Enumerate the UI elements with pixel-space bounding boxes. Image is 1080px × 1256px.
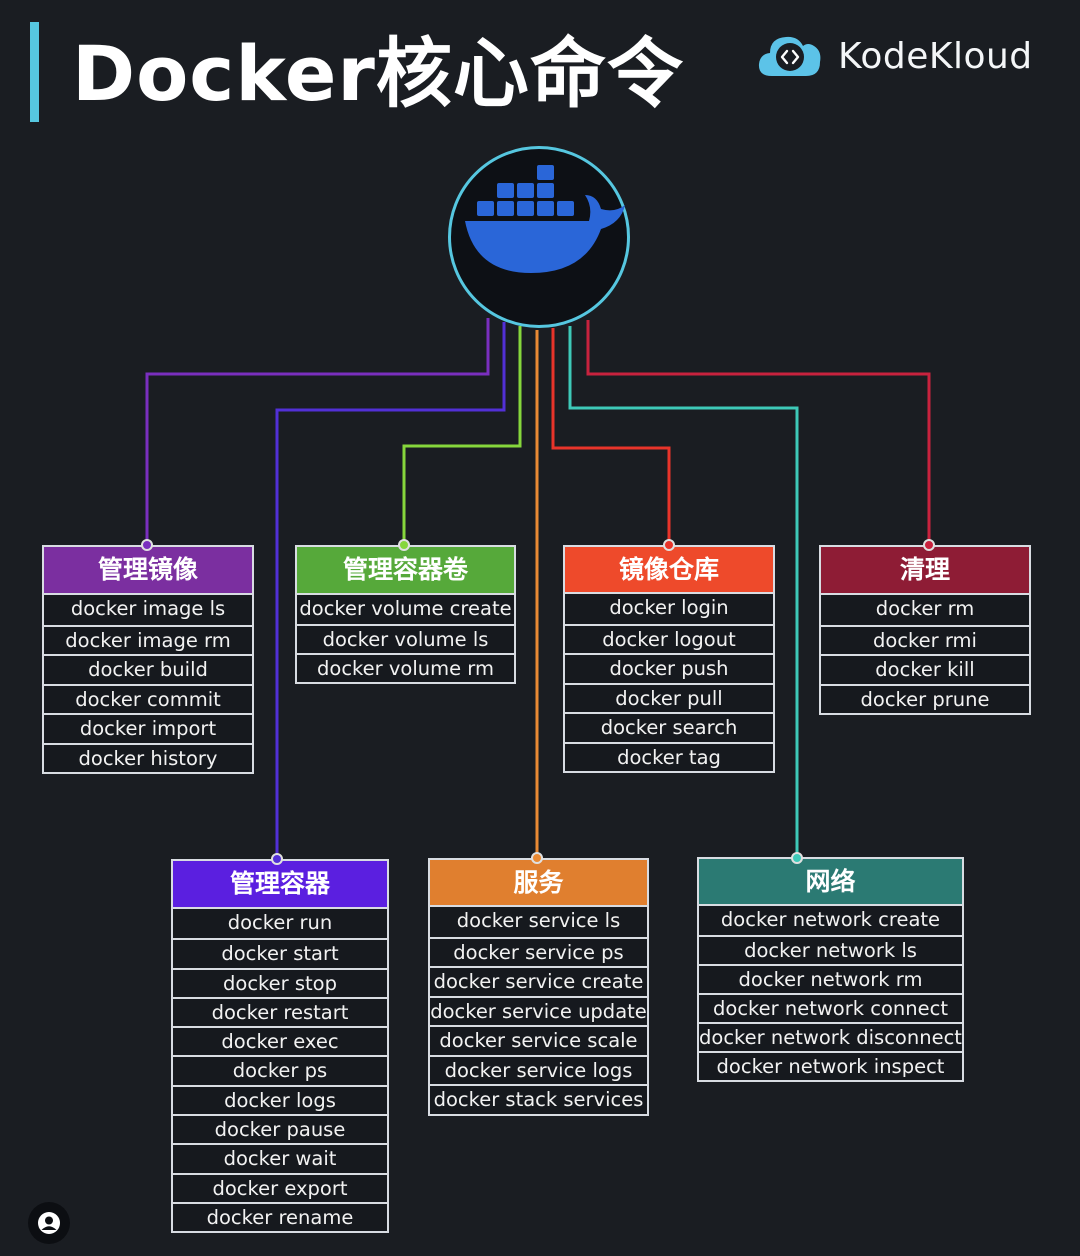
command-item: docker export: [173, 1172, 387, 1202]
connector-dot-registry: [663, 539, 675, 551]
command-item: docker image rm: [44, 624, 252, 655]
connector-manage-volumes: [402, 326, 522, 545]
title-accent-bar: [30, 22, 39, 122]
command-item: docker start: [173, 938, 387, 967]
command-item: docker logout: [565, 623, 773, 654]
command-item: docker commit: [44, 683, 252, 714]
command-item: docker history: [44, 742, 252, 773]
command-item: docker search: [565, 712, 773, 742]
group-title: 管理容器: [173, 861, 387, 909]
page-title: Docker核心命令: [72, 29, 684, 118]
connector-dot-services: [531, 852, 543, 864]
command-item: docker image ls: [70, 597, 226, 620]
connector-dot-manage-images: [141, 539, 153, 551]
command-item: docker service create: [430, 966, 647, 996]
command-item: docker tag: [565, 741, 773, 772]
command-item: docker volume rm: [297, 653, 514, 682]
command-item: docker pull: [565, 682, 773, 713]
group-title: 管理镜像: [44, 547, 252, 595]
command-item: docker stack services: [430, 1084, 647, 1114]
command-item: docker login: [609, 596, 729, 619]
command-item: docker network rm: [699, 964, 962, 993]
group-title: 镜像仓库: [565, 547, 773, 594]
connector-dot-manage-volumes: [398, 539, 410, 551]
command-item: docker wait: [173, 1143, 387, 1172]
command-item: docker exec: [173, 1026, 387, 1055]
command-item: docker logs: [173, 1084, 387, 1114]
connector-dot-manage-containers: [271, 853, 283, 865]
command-item: docker build: [44, 654, 252, 684]
brand: KodeKloud: [756, 28, 1033, 84]
command-item: docker rmi: [821, 624, 1029, 655]
command-item: docker network create: [720, 908, 941, 931]
command-item: docker rm: [875, 597, 975, 620]
command-item: docker stop: [173, 967, 387, 997]
group-title: 清理: [821, 547, 1029, 595]
command-item: docker network connect: [699, 993, 962, 1022]
command-item: docker kill: [821, 654, 1029, 684]
command-item: docker ps: [173, 1055, 387, 1084]
command-item: docker service scale: [430, 1025, 647, 1055]
command-item: docker restart: [173, 996, 387, 1026]
group-title: 网络: [699, 859, 962, 906]
command-item: docker prune: [821, 683, 1029, 714]
command-item: docker run: [227, 911, 333, 934]
user-avatar-icon[interactable]: [28, 1202, 70, 1244]
command-item: docker volume create: [299, 597, 512, 620]
docker-whale-icon: [465, 165, 625, 273]
command-item: docker network inspect: [699, 1051, 962, 1080]
docker-logo: [448, 146, 630, 328]
connector-manage-containers: [275, 322, 506, 859]
kodekloud-cloud-logo-icon: [758, 36, 821, 76]
group-title: 服务: [430, 860, 647, 907]
connector-cleanup: [586, 320, 931, 545]
group-title: 管理容器卷: [297, 547, 514, 595]
connector-dot-cleanup: [923, 539, 935, 551]
command-item: docker network disconnect: [699, 1022, 962, 1051]
command-item: docker volume ls: [297, 624, 514, 653]
command-item: docker import: [44, 713, 252, 743]
connector-manage-images: [145, 318, 490, 545]
command-item: docker service logs: [430, 1054, 647, 1085]
connector-registry: [551, 328, 671, 545]
command-item: docker pause: [173, 1114, 387, 1143]
connector-network: [568, 326, 799, 858]
command-item: docker service update: [430, 995, 647, 1026]
command-item: docker service ps: [430, 936, 647, 967]
connector-dot-network: [791, 852, 803, 864]
brand-name: KodeKloud: [838, 35, 1033, 77]
command-item: docker push: [565, 653, 773, 683]
command-item: docker network ls: [699, 935, 962, 964]
command-item: docker rename: [173, 1201, 387, 1231]
command-item: docker service ls: [456, 909, 621, 932]
